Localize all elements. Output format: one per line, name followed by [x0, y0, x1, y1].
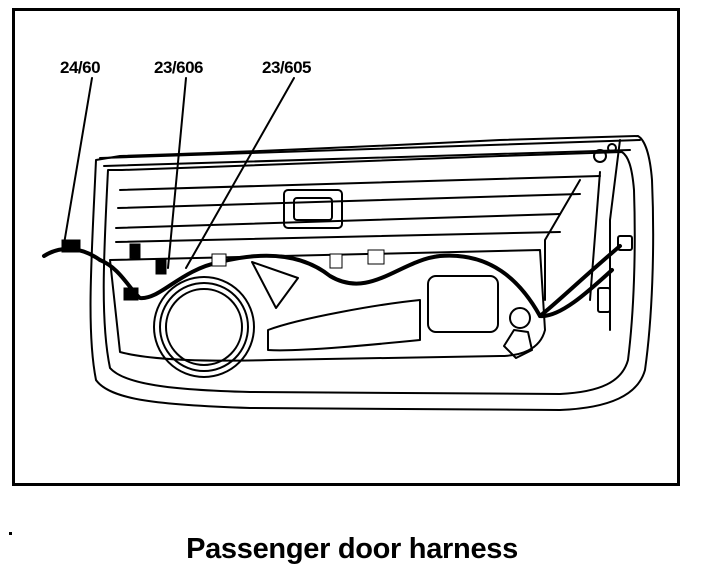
top-right-bolt: [593, 149, 607, 163]
speaker-inner: [165, 288, 243, 366]
callout-23-606: 23/606: [154, 58, 204, 77]
door-inner-outline: [102, 151, 636, 395]
window-rail-top: [119, 175, 601, 191]
stray-dot: [9, 532, 12, 535]
connector-c: [329, 253, 343, 269]
door-outer-outline: [89, 135, 655, 411]
right-switch-slot: [597, 287, 611, 313]
armrest-pocket: [267, 299, 421, 352]
connector-b: [155, 259, 167, 275]
right-switch-top: [617, 235, 633, 251]
door-top-edge: [99, 139, 641, 159]
door-top-edge-2: [103, 149, 631, 167]
right-frame-diagonal: [544, 179, 581, 301]
right-frame-vertical: [589, 171, 601, 301]
leader-line-23-605: [185, 77, 295, 269]
connector-left: [123, 287, 139, 301]
right-edge: [609, 139, 621, 331]
speaker-mid: [159, 282, 249, 372]
speaker-outer: [153, 276, 255, 378]
window-rail-bottom: [115, 231, 561, 243]
callout-24-60: 24/60: [60, 58, 101, 77]
inner-trim-panel: [109, 249, 546, 362]
callout-23-605: 23/605: [262, 58, 312, 77]
figure-frame: [12, 8, 680, 486]
lock-knob: [509, 307, 531, 329]
connector-a: [129, 243, 141, 259]
harness-wire-branch: [538, 268, 614, 319]
connector-e: [211, 253, 227, 267]
window-rail-mid: [117, 193, 581, 209]
figure-caption: Passenger door harness: [186, 533, 518, 565]
door-handle-inner: [293, 197, 333, 221]
top-right-bolt-2: [607, 143, 617, 153]
lock-mount: [503, 329, 533, 359]
door-handle-recess: [283, 189, 343, 229]
leader-line-23-606: [167, 77, 187, 269]
leader-line-24-60: [63, 77, 93, 245]
access-panel: [427, 275, 499, 333]
connector-d: [367, 249, 385, 265]
triangle-bracket: [251, 261, 299, 309]
connector-plug: [61, 239, 81, 253]
window-rail-low: [115, 213, 561, 229]
